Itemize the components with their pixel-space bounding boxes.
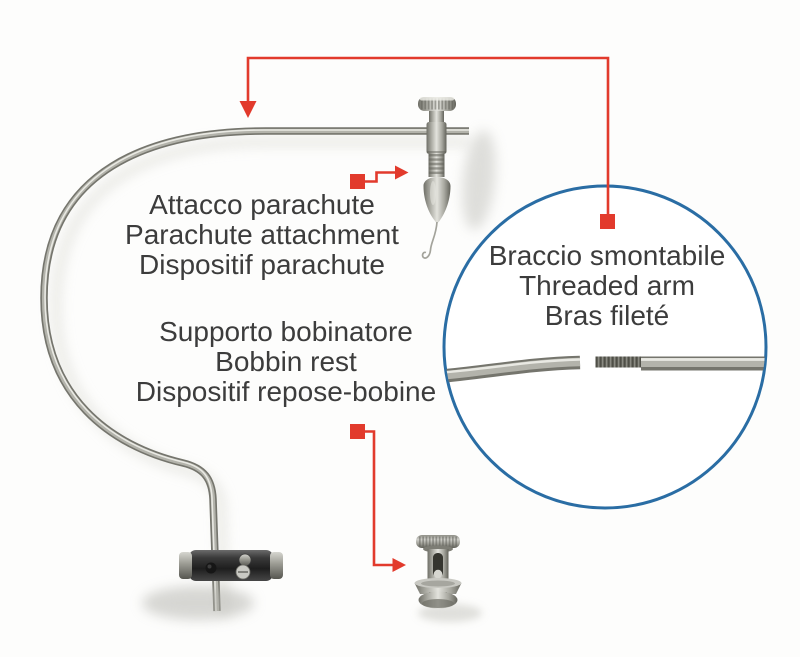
label-line-italian: Supporto bobinatore xyxy=(159,316,413,347)
clamp-right-cap xyxy=(270,552,283,579)
arrow-right-icon xyxy=(392,558,406,572)
clamp-button xyxy=(238,553,252,567)
label-line-french: Bras fileté xyxy=(544,300,670,331)
label-line-italian: Attacco parachute xyxy=(149,189,375,220)
detail-circle-outline xyxy=(442,184,768,510)
callout-top-arrow xyxy=(239,56,615,229)
threaded-arm-detail xyxy=(445,355,765,383)
callout-square-marker xyxy=(350,174,365,189)
label-threaded-arm: Braccio smontabile Threaded arm Bras fil… xyxy=(447,241,767,331)
label-line-english: Bobbin rest xyxy=(215,346,357,377)
label-line-english: Parachute attachment xyxy=(125,219,399,250)
slot-ball xyxy=(433,569,443,579)
bobbin-rest-part xyxy=(414,535,462,609)
clamp-hole-glint xyxy=(207,564,212,569)
callout-bobbin-line xyxy=(365,430,393,567)
tool-stem xyxy=(429,111,444,124)
main-arm xyxy=(40,127,469,612)
tool-body xyxy=(426,122,447,154)
wire-hook xyxy=(421,221,438,259)
label-bobbin-rest: Supporto bobinatore Bobbin rest Disposit… xyxy=(76,317,496,407)
clamp-body xyxy=(189,550,273,581)
clamp-shadow xyxy=(142,586,254,620)
bobbin-rest-part-shadow xyxy=(418,604,482,622)
label-line-italian: Braccio smontabile xyxy=(488,240,726,271)
callout-square-marker xyxy=(600,214,615,229)
label-line-french: Dispositif repose-bobine xyxy=(135,376,437,407)
callout-parachute-line xyxy=(365,171,395,183)
label-line-english: Threaded arm xyxy=(519,270,695,301)
parachute-tool-shadow xyxy=(462,130,496,230)
clamp-hole xyxy=(205,562,217,574)
knob-highlight xyxy=(420,97,454,101)
arrow-down-icon xyxy=(239,101,257,118)
callout-top-line xyxy=(246,56,610,214)
flange-shade xyxy=(421,580,455,587)
callout-bobbin-pointer xyxy=(350,424,406,572)
base-rim xyxy=(422,599,454,608)
detail-circle xyxy=(442,184,768,510)
label-line-french: Dispositif parachute xyxy=(139,249,385,280)
callout-parachute-pointer xyxy=(350,165,409,189)
parachute-attachment-tool xyxy=(418,97,456,259)
callout-square-marker xyxy=(350,424,365,439)
clamp-left-cap xyxy=(179,552,192,579)
arrow-right-icon xyxy=(395,165,409,180)
bobbin-clamp xyxy=(179,550,283,581)
bulb-highlight xyxy=(430,181,436,205)
main-arm-shadow xyxy=(51,137,469,616)
label-parachute-attachment: Attacco parachute Parachute attachment D… xyxy=(52,190,472,280)
